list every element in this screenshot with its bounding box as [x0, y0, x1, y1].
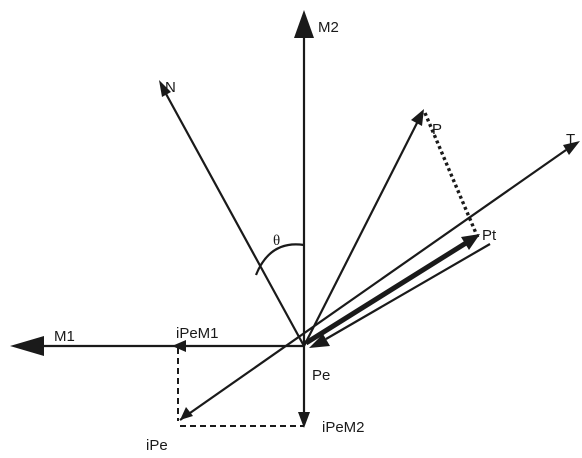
pe-label: Pe [312, 367, 330, 384]
m2-arrowhead [294, 10, 314, 38]
p-arrowhead [411, 109, 424, 126]
t-arrowhead [563, 141, 580, 155]
theta-label: θ [273, 233, 280, 249]
ipe-arrowhead [180, 407, 193, 420]
theta-arc [254, 243, 305, 276]
n-label: N [165, 79, 176, 96]
pt-arrowhead [461, 234, 480, 250]
p-projection-dotted [423, 112, 480, 239]
m1-label: M1 [54, 328, 75, 345]
n-vector [164, 91, 305, 347]
p-vector [303, 120, 419, 347]
ipem1-label: iPeM1 [176, 325, 219, 342]
ipem1-arrowhead [172, 340, 186, 352]
ipe-label: iPe [146, 437, 168, 454]
pe-return-arrow [325, 243, 491, 340]
m2-label: M2 [318, 19, 339, 36]
t-label: T [566, 131, 575, 148]
n-arrowhead [159, 80, 171, 97]
t-axis [179, 149, 567, 421]
m1-arrowhead [10, 336, 44, 356]
pe-arrowhead [298, 412, 310, 428]
pt-vector [304, 240, 468, 346]
pt-label: Pt [482, 227, 497, 244]
p-label: P [432, 121, 442, 138]
pe-return-arrowhead [309, 334, 330, 348]
ipem2-label: iPeM2 [322, 419, 365, 436]
